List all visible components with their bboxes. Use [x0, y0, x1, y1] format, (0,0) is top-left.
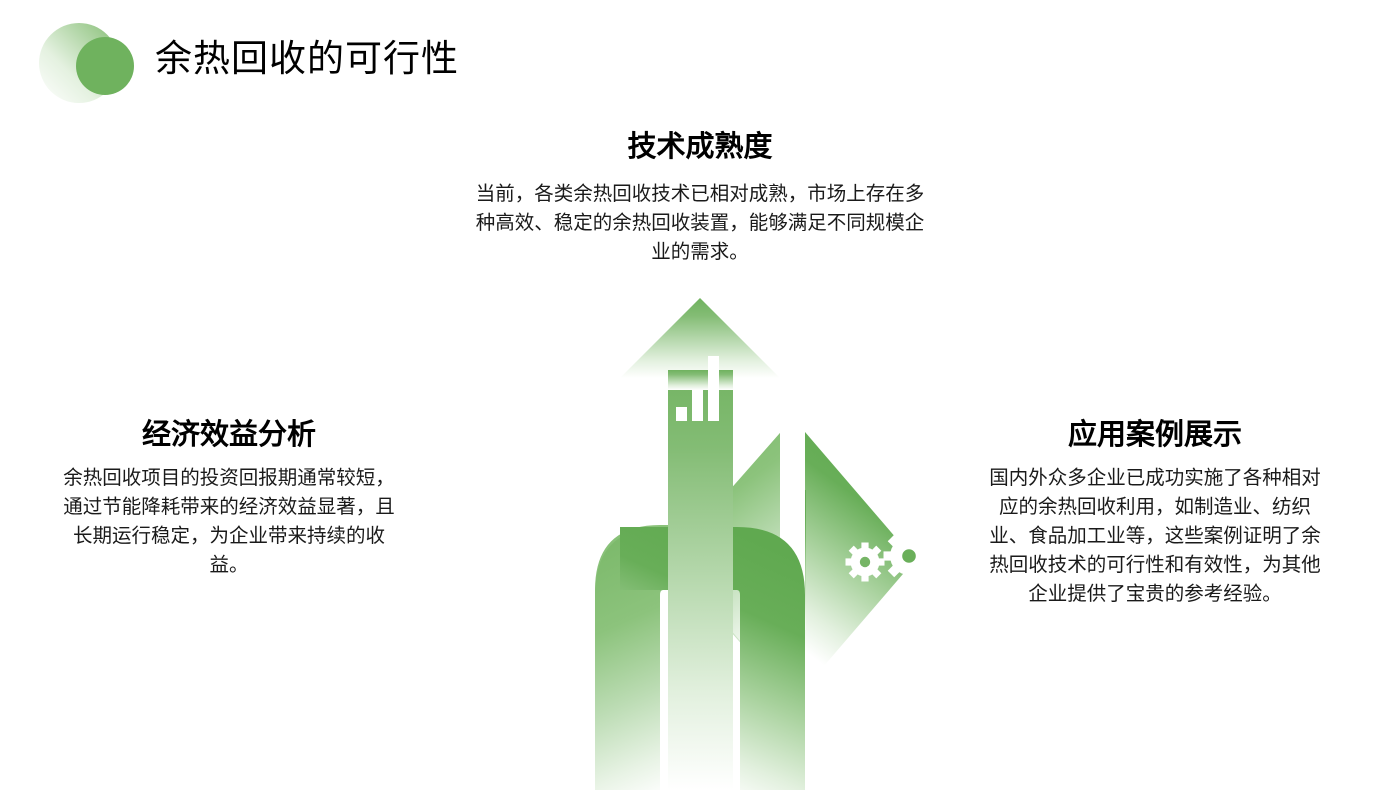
arrow-branch-right: [620, 432, 935, 790]
bar-chart-icon: [676, 356, 719, 421]
balance-scale-icon: [442, 522, 490, 577]
overlapping-circles-logo-icon: [39, 23, 134, 103]
three-way-arrow-svg: [442, 298, 935, 790]
page-header: 余热回收的可行性: [0, 0, 1400, 120]
branch-top-body: 当前，各类余热回收技术已相对成熟，市场上存在多种高效、稳定的余热回收装置，能够满…: [475, 183, 925, 263]
logo-circle-front: [76, 37, 134, 95]
arrow-up-stem: [668, 350, 733, 790]
branch-node-top: 技术成熟度 当前，各类余热回收技术已相对成熟，市场上存在多种高效、稳定的余热回收…: [460, 128, 940, 267]
brand-logo: [38, 22, 142, 104]
gears-icon: [845, 530, 935, 582]
three-way-arrow-graphic: [380, 290, 1020, 790]
branch-node-right: 应用案例展示 国内外众多企业已成功实施了各种相对应的余热回收利用，如制造业、纺织…: [980, 416, 1330, 609]
arrow-left-body: [595, 527, 780, 790]
arrow-right-body: [620, 527, 805, 790]
arrow-branch-up: [620, 298, 780, 790]
arrow-up-head: [620, 298, 780, 378]
branch-top-title: 技术成熟度: [627, 131, 773, 163]
branch-right-body: 国内外众多企业已成功实施了各种相对应的余热回收利用，如制造业、纺织业、食品加工业…: [989, 467, 1321, 605]
branch-right-title: 应用案例展示: [1067, 419, 1242, 451]
page-title: 余热回收的可行性: [155, 38, 459, 79]
branch-left-body: 余热回收项目的投资回报期通常较短，通过节能降耗带来的经济效益显著，且长期运行稳定…: [63, 467, 395, 576]
branch-left-title: 经济效益分析: [141, 419, 316, 451]
branch-node-left: 经济效益分析 余热回收项目的投资回报期通常较短，通过节能降耗带来的经济效益显著，…: [58, 416, 400, 580]
